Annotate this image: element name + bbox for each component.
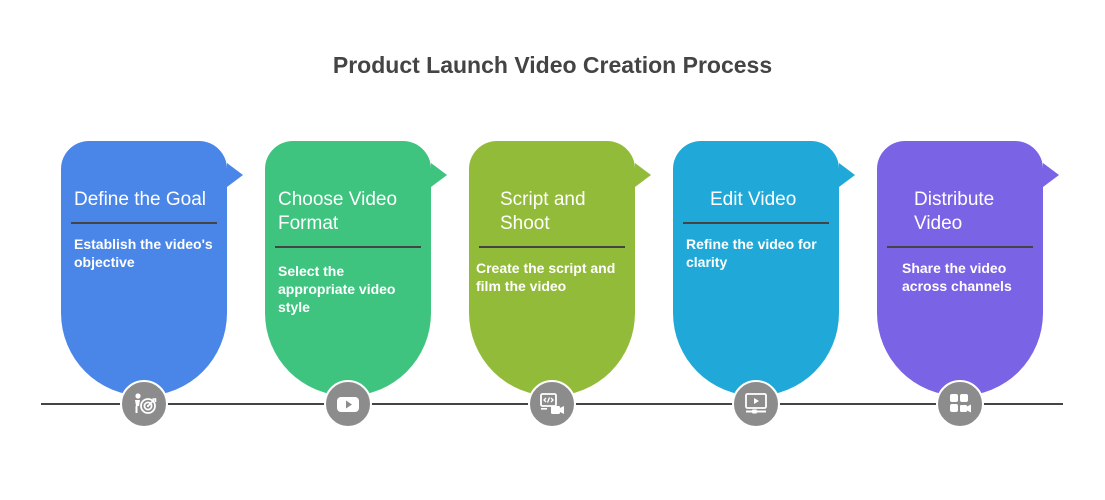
card-pointer [1043,163,1059,187]
step-divider [683,222,829,224]
step-heading: Script and Shoot [500,188,642,236]
step-description: Establish the video's objective [74,236,213,270]
step-description: Select the appropriate video style [278,263,396,315]
card-pointer [431,163,447,187]
step-card-distribute-video: Distribute Video Share the video across … [877,141,1059,396]
step-card-choose-format: Choose Video Format Select the appropria… [265,141,447,396]
step-description: Create the script and film the video [476,260,616,294]
step-heading-line: Choose Video [278,189,398,210]
step-heading: Edit Video [710,188,852,212]
step-card-define-goal: Define the Goal Establish the video's ob… [61,141,243,396]
step-description: Refine the video for clarity [686,236,817,270]
step-description: Share the video across channels [902,260,1012,294]
step-heading: Define the Goal [74,188,216,212]
step-divider [479,246,625,248]
card-pointer [635,163,651,187]
step-card-edit-video: Edit Video Refine the video for clarity [673,141,855,396]
diagram-title: Product Launch Video Creation Process [332,52,773,78]
step-heading-line: Format [278,213,339,234]
target-person-icon [120,380,168,428]
step-heading-line: Video [914,213,963,234]
play-button-icon [324,380,372,428]
share-grid-icon [936,380,984,428]
step-heading: Choose Video Format [278,188,420,236]
card-pointer [227,163,243,187]
step-divider [275,246,421,248]
video-editor-icon [732,380,780,428]
card-pointer [839,163,855,187]
step-card-script-shoot: Script and Shoot Create the script and f… [469,141,651,396]
step-heading-line: Distribute [914,189,995,210]
step-heading-line: Edit Video [710,189,797,210]
step-divider [887,246,1033,248]
step-heading: Distribute Video [914,188,1056,236]
step-divider [71,222,217,224]
step-heading-line: Define the Goal [74,189,207,210]
step-heading-line: Script and [500,189,586,210]
code-camera-icon [528,380,576,428]
step-heading-line: Shoot [500,213,550,234]
